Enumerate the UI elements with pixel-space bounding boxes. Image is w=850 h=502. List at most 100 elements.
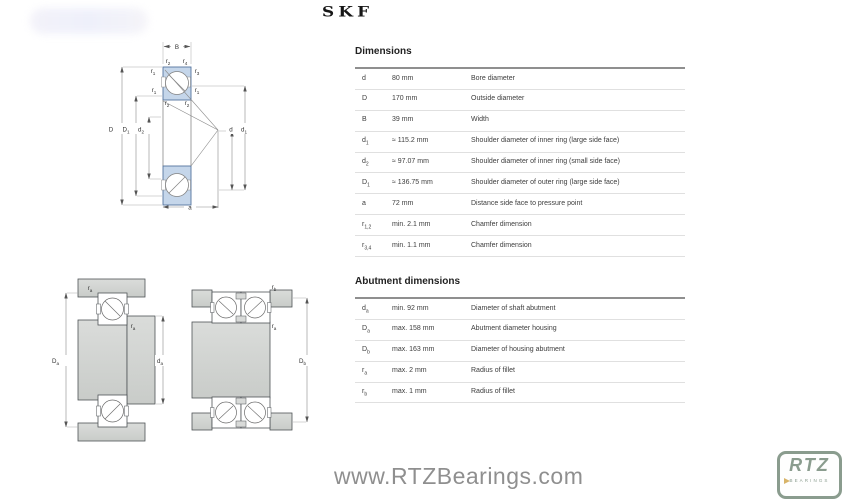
label-d1: d1 — [241, 127, 247, 135]
label-D1: D1 — [122, 127, 129, 135]
dimension-description: Shoulder diameter of inner ring (small s… — [471, 158, 621, 166]
dimension-symbol: r3,4 — [362, 241, 372, 252]
dimension-symbol: D — [362, 95, 368, 103]
table-row: B 39 mm Width — [355, 111, 685, 132]
label-Db: Db — [299, 358, 306, 366]
single-bearing-mount — [77, 278, 156, 442]
bearing-cross-section-drawing: B a — [105, 42, 253, 212]
label-r2-low-left: r2 — [165, 100, 170, 108]
label-backing — [297, 355, 314, 366]
dimension-description: Distance side face to pressure point — [471, 199, 583, 207]
dimension-value: 72 mm — [392, 199, 414, 207]
label-ra-top: ra — [88, 285, 93, 293]
dimension-value: min. 92 mm — [392, 304, 429, 312]
table-row: Da max. 158 mm Abutment diameter housing — [355, 320, 685, 341]
rtz-bearings-logo: RTZ BEARINGS — [777, 451, 842, 499]
dimension-description: Chamfer dimension — [471, 220, 532, 228]
right-dimension-lines — [192, 85, 247, 191]
table-row: d1 ≈ 115.2 mm Shoulder diameter of inner r… — [355, 132, 685, 153]
dimension-value: 39 mm — [392, 116, 414, 124]
label-ra-paired: ra — [272, 323, 277, 331]
table-row: a 72 mm Distance side face to pressure poi… — [355, 194, 685, 216]
b-width-dimension — [162, 42, 192, 64]
dimension-value: 170 mm — [392, 95, 418, 103]
abutment-title: Abutment dimensions — [355, 276, 461, 287]
dimension-value: min. 2.1 mm — [392, 220, 431, 228]
contact-angle-lines — [162, 69, 219, 208]
dimension-description: Bore diameter — [471, 74, 515, 82]
label-da: da — [157, 358, 163, 366]
dimensions-title: Dimensions — [355, 46, 412, 57]
dimension-value: ≈ 136.75 mm — [392, 178, 433, 186]
watermark-blob — [30, 8, 148, 34]
rtz-logo-triangle-icon — [784, 478, 790, 484]
table-row: r3,4 min. 1.1 mm Chamfer dimension — [355, 236, 685, 258]
dimension-value: max. 2 mm — [392, 367, 427, 375]
table-row: rb max. 1 mm Radius of fillet — [355, 383, 685, 404]
dimension-description: Shoulder diameter of outer ring (large s… — [471, 178, 620, 186]
label-backing — [105, 123, 155, 134]
rtz-logo-text: RTZ — [789, 455, 830, 475]
table-row: r1,2 min. 2.1 mm Chamfer dimension — [355, 215, 685, 237]
label-backing — [155, 355, 170, 366]
dimension-description: Radius of fillet — [471, 367, 515, 375]
abutment-section: Abutment dimensions da min. 92 mm Diameter… — [355, 276, 685, 404]
label-d2: d2 — [138, 127, 144, 135]
dimension-symbol: r1,2 — [362, 220, 372, 231]
dimensions-table: d 80 mm Bore diameter D 170 mm Outside diame… — [355, 67, 685, 258]
label-backing — [226, 123, 253, 134]
mounting-drawings: Da da ra ra — [50, 278, 314, 442]
footer-watermark-url: www.RTZBearings.com — [334, 463, 584, 489]
label-r1-mid-right: r1 — [195, 87, 200, 95]
label-rb: rb — [272, 284, 277, 292]
dimension-description: Chamfer dimension — [471, 241, 532, 249]
dimension-symbol: D1 — [362, 178, 370, 189]
label-B: B — [175, 44, 179, 51]
dimension-value: max. 163 mm — [392, 346, 435, 354]
dimension-symbol: d — [362, 74, 366, 82]
dimension-symbol: rb — [362, 388, 368, 398]
label-r2-low-right: r2 — [185, 100, 190, 108]
dimension-symbol: ra — [362, 367, 368, 377]
dimensions-section: Dimensions d 80 mm Bore diameter D 170 mm Ou… — [355, 46, 685, 258]
dimension-description: Abutment diameter housing — [471, 325, 557, 333]
dimension-symbol: B — [362, 116, 367, 124]
label-D: D — [109, 127, 114, 134]
dimension-description: Width — [471, 116, 489, 124]
table-row: ra max. 2 mm Radius of fillet — [355, 362, 685, 383]
dimension-description: Shoulder diameter of inner ring (large s… — [471, 137, 620, 145]
dimension-value: max. 1 mm — [392, 388, 427, 396]
dimension-description: Diameter of housing abutment — [471, 346, 565, 354]
label-r3-right: r3 — [195, 68, 200, 76]
label-r1-left: r1 — [151, 68, 156, 76]
paired-bearing-mount — [191, 289, 293, 431]
left-dimension-lines — [120, 66, 162, 206]
dimension-description: Outside diameter — [471, 95, 525, 103]
dimension-symbol: Da — [362, 325, 370, 335]
table-row: d 80 mm Bore diameter — [355, 69, 685, 90]
dimension-value: ≈ 97.07 mm — [392, 158, 429, 166]
bearing-rings — [161, 66, 192, 206]
dimension-value: min. 1.1 mm — [392, 241, 431, 249]
dimension-symbol: a — [362, 199, 366, 207]
label-Da: Da — [52, 358, 59, 366]
label-ra-mid: ra — [131, 323, 136, 331]
dimension-symbol: d2 — [362, 158, 369, 168]
label-a: a — [188, 205, 192, 212]
rtz-logo-subtitle: BEARINGS — [789, 478, 830, 483]
dimension-value: ≈ 115.2 mm — [392, 137, 429, 145]
dimension-value: max. 158 mm — [392, 325, 435, 333]
dimension-value: 80 mm — [392, 74, 414, 82]
label-backing — [50, 355, 67, 366]
table-row: Db max. 163 mm Diameter of housing abutmen… — [355, 341, 685, 362]
dimension-description: Radius of fillet — [471, 388, 515, 396]
label-r1-mid-left: r1 — [152, 87, 157, 95]
dimension-symbol: Db — [362, 346, 370, 356]
label-r4-top: r4 — [183, 58, 188, 66]
dimension-symbol: da — [362, 304, 369, 314]
table-row: d2 ≈ 97.07 mm Shoulder diameter of inner r… — [355, 153, 685, 174]
dimension-symbol: d1 — [362, 137, 369, 147]
